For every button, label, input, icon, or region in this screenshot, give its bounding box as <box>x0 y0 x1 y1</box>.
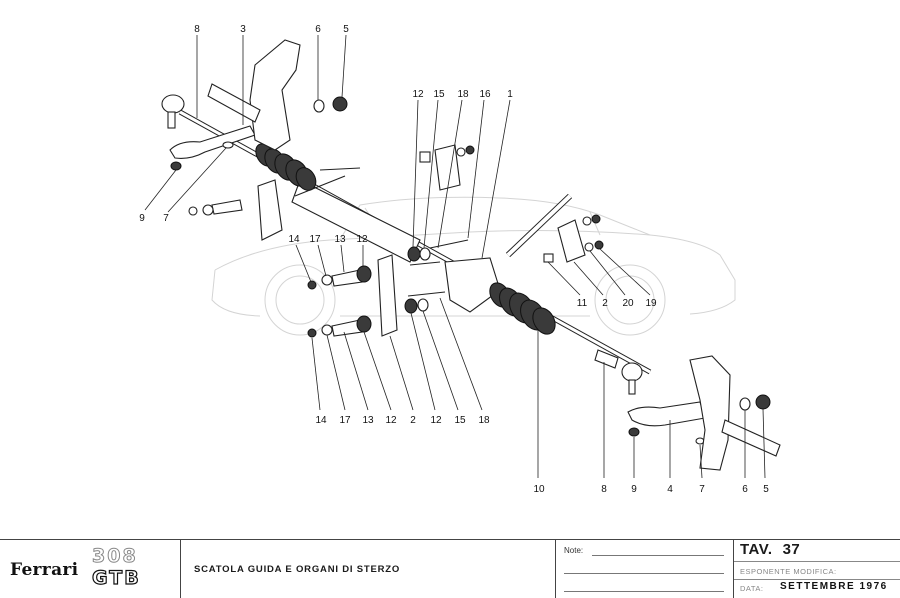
callout-5-bot: 5 <box>763 484 769 495</box>
tie-rod-end-left <box>161 94 256 171</box>
divider <box>733 540 734 598</box>
callout-20-right: 20 <box>622 298 634 309</box>
notes-label: Note: <box>564 546 584 555</box>
callout-13-mid: 13 <box>334 234 346 245</box>
pinion-shaft <box>505 193 604 263</box>
callout-17-bot: 17 <box>339 415 351 426</box>
exploded-parts-diagram: 8 3 6 5 12 15 18 16 1 9 7 14 17 13 12 11… <box>139 24 781 495</box>
callout-17-mid: 17 <box>309 234 321 245</box>
callout-9-left: 9 <box>139 213 145 224</box>
divider <box>734 579 900 580</box>
callout-12-mid: 12 <box>356 234 368 245</box>
rack-clamp-top <box>419 144 475 191</box>
title-block: Ferrari 308 GTB SCATOLA GUIDA E ORGANI D… <box>0 539 900 598</box>
divider <box>555 540 556 598</box>
divider <box>180 540 181 598</box>
sheet-value: 37 <box>782 541 801 558</box>
callout-16-top: 16 <box>479 89 491 100</box>
callout-labels: 8 3 6 5 12 15 18 16 1 9 7 14 17 13 12 11… <box>139 24 769 495</box>
note-line <box>564 573 724 574</box>
notes-area: Note: <box>556 540 732 598</box>
callout-14-bot: 14 <box>315 415 327 426</box>
callout-15-top: 15 <box>433 89 445 100</box>
revision-label: ESPONENTE MODIFICA: <box>740 567 837 576</box>
date-label: DATA: <box>740 584 764 593</box>
rack-mount-bracket-center <box>307 239 469 338</box>
callout-6-top: 6 <box>315 24 321 35</box>
callout-15-bot: 15 <box>454 415 466 426</box>
callout-19-right: 19 <box>645 298 657 309</box>
callout-18-top: 18 <box>457 89 469 100</box>
rubber-boot-right <box>489 282 556 335</box>
callout-12a-bot: 12 <box>385 415 397 426</box>
callout-2-bot: 2 <box>410 415 416 426</box>
callout-3-top: 3 <box>240 24 246 35</box>
model-variant-logo: GTB <box>91 567 141 589</box>
callout-12-top: 12 <box>412 89 424 100</box>
ferrari-logo: Ferrari <box>10 560 79 580</box>
callout-18-bot: 18 <box>478 415 490 426</box>
sheet-label: TAV. <box>740 541 773 558</box>
steering-knuckle-right <box>689 355 781 471</box>
callout-13-bot: 13 <box>362 415 374 426</box>
callout-9-bot: 9 <box>631 484 637 495</box>
callout-2-right: 2 <box>602 298 608 309</box>
callout-12b-bot: 12 <box>430 415 442 426</box>
model-number-logo: 308 <box>92 545 138 567</box>
callout-1-top: 1 <box>507 89 513 100</box>
rubber-boot-left <box>255 143 317 191</box>
sheet-number: TAV. 37 <box>740 541 800 558</box>
logo-area: Ferrari 308 GTB <box>0 540 178 598</box>
sheet-info-area: TAV. 37 ESPONENTE MODIFICA: DATA: SETTEMB… <box>734 540 900 598</box>
tie-rod-end-right <box>594 349 706 445</box>
rack-mount-bracket-left <box>188 167 361 241</box>
drawing-title: SCATOLA GUIDA E ORGANI DI STERZO <box>194 564 401 575</box>
callout-14-mid: 14 <box>288 234 300 245</box>
callout-6-bot: 6 <box>742 484 748 495</box>
leader-lines <box>144 34 766 479</box>
callout-7-bot: 7 <box>699 484 705 495</box>
callout-8-top: 8 <box>194 24 200 35</box>
note-line <box>592 555 724 556</box>
steering-knuckle-left <box>207 39 348 151</box>
callout-7-left: 7 <box>163 213 169 224</box>
divider <box>734 561 900 562</box>
callout-4-bot: 4 <box>667 484 673 495</box>
callout-10-bot: 10 <box>533 484 545 495</box>
date-value: SETTEMBRE 1976 <box>780 581 888 592</box>
description-area: SCATOLA GUIDA E ORGANI DI STERZO <box>181 540 553 598</box>
callout-8-bot: 8 <box>601 484 607 495</box>
note-line <box>564 591 724 592</box>
callout-11-right: 11 <box>577 298 588 309</box>
callout-5-top: 5 <box>343 24 349 35</box>
